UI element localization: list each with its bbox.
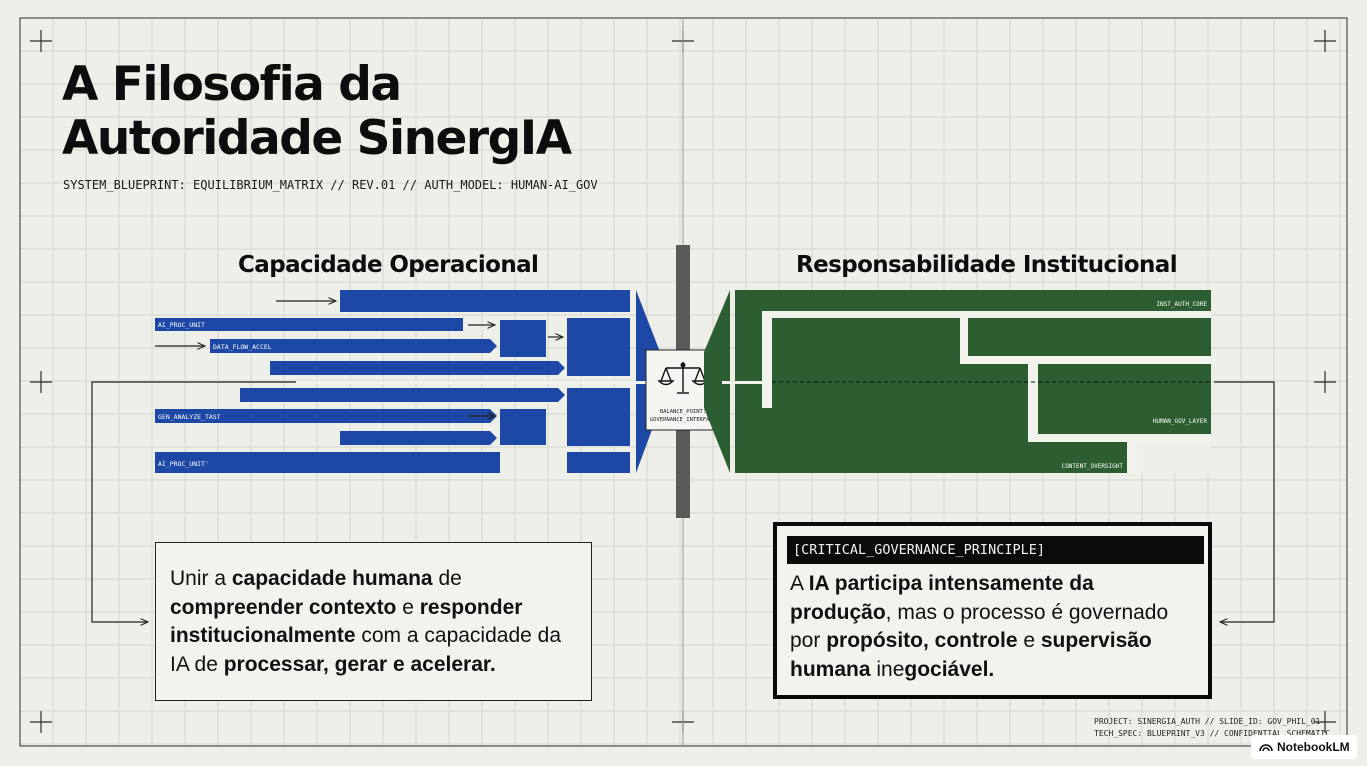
flow-bar-8 xyxy=(155,452,500,473)
inst-label-3: CONTENT_OVERSIGHT xyxy=(1062,463,1124,470)
channel-5 xyxy=(1028,364,1038,442)
merge-block-4 xyxy=(567,388,630,446)
title-line-2: Autoridade SinergIA xyxy=(62,111,572,166)
channel-entry xyxy=(722,381,772,384)
governance-principle-box: [CRITICAL_GOVERNANCE_PRINCIPLE] A IA par… xyxy=(773,522,1212,699)
merge-block-3 xyxy=(567,318,630,376)
flow-channel xyxy=(296,381,646,384)
flow-label-1: AI_PROC_UNIT xyxy=(158,321,205,329)
left-section-heading: Capacidade Operacional xyxy=(238,252,539,278)
flow-label-3: GEN_ANALYZE_TAST xyxy=(158,413,221,421)
notebooklm-label: NotebookLM xyxy=(1277,740,1350,754)
flow-bar-1 xyxy=(340,290,630,312)
channel-8 xyxy=(1137,442,1211,473)
flow-bar-2 xyxy=(155,318,463,331)
flow-bar-5 xyxy=(240,388,565,402)
notebooklm-badge[interactable]: NotebookLM xyxy=(1251,735,1357,759)
flow-label-2: DATA_FLOW_ACCEL xyxy=(213,343,272,351)
funnel-right xyxy=(704,290,730,473)
subtitle: SYSTEM_BLUEPRINT: EQUILIBRIUM_MATRIX // … xyxy=(63,178,598,192)
channel-1 xyxy=(762,311,1211,318)
flow-bar-7 xyxy=(340,431,497,445)
footer-line-2: TECH_SPEC: BLUEPRINT_V3 // CONFIDENTIAL_… xyxy=(1094,729,1331,738)
merge-block-5 xyxy=(567,452,630,473)
inst-label-1: INST_AUTH_CORE xyxy=(1156,301,1207,308)
channel-3 xyxy=(960,318,968,364)
flow-bar-6 xyxy=(155,409,497,423)
merge-block-1 xyxy=(500,320,546,357)
notebooklm-icon xyxy=(1259,744,1273,752)
flow-label-4: AI_PROC_UNIT' xyxy=(158,460,209,468)
merge-block-2 xyxy=(500,409,546,445)
institutional-block-group xyxy=(704,290,1211,473)
human-capacity-text: Unir a capacidade humana de compreender … xyxy=(170,567,561,676)
footer-meta: PROJECT: SINERGIA_AUTH // SLIDE_ID: GOV_… xyxy=(1094,716,1330,740)
governance-interface-label: GOVERNANCE_INTERFACE xyxy=(650,417,716,423)
channel-6 xyxy=(1028,434,1211,442)
balance-point-label: BALANCE_POINT: xyxy=(660,409,706,415)
right-connector xyxy=(1214,381,1275,622)
governance-principle-text: A IA participa intensamente da produção,… xyxy=(790,572,1169,681)
flow-bar-4 xyxy=(270,361,565,375)
page-title: A Filosofia da Autoridade SinergIA xyxy=(62,57,572,166)
flow-bar-3 xyxy=(210,339,497,353)
channel-4 xyxy=(960,356,1211,364)
right-section-heading: Responsabilidade Institucional xyxy=(796,252,1178,278)
human-capacity-box: Unir a capacidade humana de compreender … xyxy=(155,542,592,701)
title-line-1: A Filosofia da xyxy=(62,57,402,112)
governance-principle-tag: [CRITICAL_GOVERNANCE_PRINCIPLE] xyxy=(787,536,1204,564)
left-connector xyxy=(91,381,296,622)
channel-2 xyxy=(762,311,772,408)
footer-line-1: PROJECT: SINERGIA_AUTH // SLIDE_ID: GOV_… xyxy=(1094,717,1321,726)
inst-label-2: HUMAN_GOV_LAYER xyxy=(1153,418,1208,425)
channel-7 xyxy=(1127,442,1137,473)
